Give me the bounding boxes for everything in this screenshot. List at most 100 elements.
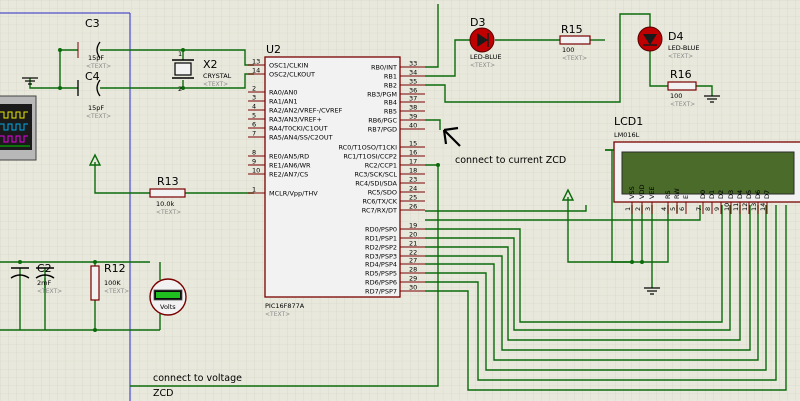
- lcd-pin-name: VDD: [638, 185, 646, 199]
- mcu-pin-number: 22: [409, 249, 417, 257]
- u2-ref: U2: [266, 43, 281, 56]
- c4-text-placeholder: <TEXT>: [86, 113, 111, 120]
- lcd-pin-name: E: [682, 195, 690, 199]
- mcu-pin-number: 7: [252, 130, 256, 138]
- lcd-pin-number: 9: [713, 207, 721, 211]
- led-d3[interactable]: D3 LED-BLUE <TEXT>: [469, 16, 501, 69]
- mcu-pin-name: RD1/PSP1: [365, 235, 397, 243]
- mcu-pin-name: RD3/PSP3: [365, 253, 397, 261]
- lcd-pin-name: D5: [745, 190, 753, 199]
- oscilloscope[interactable]: [0, 95, 37, 161]
- lcd-pin-number: 14: [759, 203, 767, 211]
- mcu-pin-number: 33: [409, 60, 417, 68]
- mcu-pin-name: RC3/SCK/SCL: [355, 171, 398, 179]
- lcd-pin-name: D4: [736, 190, 744, 199]
- mcu-pin-name: RA1/AN1: [269, 98, 297, 106]
- mcu-pin-name: RA4/T0CKI/C1OUT: [269, 125, 328, 133]
- lcd-pin-number: 5: [669, 207, 677, 211]
- c3-ref: C3: [85, 17, 100, 30]
- mcu-pin-name: RC6/TX/CK: [363, 198, 398, 206]
- mcu-pin-number: 8: [252, 149, 256, 157]
- resistor-r16[interactable]: R16 100 <TEXT>: [667, 68, 697, 108]
- lcd-pin-name: D3: [727, 190, 735, 199]
- led-d4[interactable]: D4 LED-BLUE <TEXT>: [637, 26, 699, 60]
- note-voltage-zcd-line2: ZCD: [153, 388, 173, 399]
- r16-text-placeholder: <TEXT>: [670, 101, 695, 108]
- r13-value: 10.0k: [156, 200, 174, 208]
- mcu-pin-number: 28: [409, 266, 417, 274]
- ground-symbol: [22, 77, 720, 295]
- c2-ref: C2: [37, 262, 52, 275]
- mcu-pin-name: RE1/AN6/WR: [269, 162, 311, 170]
- selection-outline: [0, 12, 131, 401]
- mcu-pin-name: RC2/CCP1: [365, 162, 397, 170]
- mcu-pin-number: 23: [409, 176, 417, 184]
- r12-ref: R12: [104, 262, 126, 275]
- mcu-pin-name: RE0/AN5/RD: [269, 153, 309, 161]
- mcu-pin-name: RA2/AN2/VREF-/CVREF: [269, 107, 343, 115]
- lcd-pin-number: 11: [732, 203, 740, 211]
- lcd-pin-name: D0: [699, 190, 707, 199]
- lcd-pin-name: D6: [754, 190, 762, 199]
- lcd-screen: [621, 151, 795, 195]
- mcu-pin-number: 10: [252, 167, 260, 175]
- r15-value: 100: [562, 46, 574, 54]
- capacitor-c3[interactable]: C3 15pF <TEXT>: [77, 17, 111, 70]
- voltmeter-label: Volts: [160, 303, 176, 311]
- voltmeter[interactable]: Volts: [149, 278, 187, 316]
- mcu-pin-name: RB1: [384, 73, 397, 81]
- mcu-pin-name: RA3/AN3/VREF+: [269, 116, 322, 124]
- c4-ref: C4: [85, 70, 100, 83]
- capacitor-c4[interactable]: C4 15pF <TEXT>: [77, 70, 111, 120]
- c3-text-placeholder: <TEXT>: [86, 63, 111, 70]
- x2-value: CRYSTAL: [203, 72, 232, 80]
- capacitor-c2[interactable]: C2 2mF <TEXT>: [35, 262, 62, 295]
- mcu-pin-number: 25: [409, 194, 417, 202]
- x2-ref: X2: [203, 58, 218, 71]
- mcu-pin-name: RD6/PSP6: [365, 279, 397, 287]
- lcd-pins: VSS1VDD2VEE3RS4RW5E6D07D18D29D310D411D51…: [624, 185, 771, 214]
- mcu-pin-name: RB7/PGD: [368, 126, 397, 134]
- capacitor-partial[interactable]: [10, 267, 30, 279]
- mcu-pin-name: OSC1/CLKIN: [269, 62, 308, 70]
- r13-text-placeholder: <TEXT>: [156, 209, 181, 216]
- mcu-pin-name: RD0/PSP0: [365, 226, 397, 234]
- mcu-pin-number: 15: [409, 140, 417, 148]
- mcu-pin-number: 9: [252, 158, 256, 166]
- lcd-pin-number: 3: [644, 207, 652, 211]
- lcd-pin-number: 1: [624, 207, 632, 211]
- mcu-pin-name: RD4/PSP4: [365, 261, 397, 269]
- mcu-pin-name: RC0/T1OSO/T1CKI: [338, 144, 397, 152]
- lcd-pin-name: D1: [708, 190, 716, 199]
- mcu-pin-name: RB4: [384, 99, 397, 107]
- resistor-r13[interactable]: R13 10.0k <TEXT>: [149, 175, 186, 216]
- lcd-pin-name: VEE: [648, 186, 656, 199]
- resistor-r15[interactable]: R15 100 <TEXT>: [559, 23, 591, 62]
- r15-ref: R15: [561, 23, 583, 36]
- lcd-pin-number: 8: [704, 207, 712, 211]
- lcd-lm016l[interactable]: LCD1 LM016L VSS1VDD2VEE3RS4RW5E6D07D18D2…: [613, 115, 800, 214]
- mcu-pin-name: RB3/PGM: [367, 91, 397, 99]
- mcu-pin-number: 38: [409, 104, 417, 112]
- mcu-pin-name: RB2: [384, 82, 397, 90]
- mcu-pin-name: RD2/PSP2: [365, 244, 397, 252]
- mcu-pin-number: 4: [252, 103, 256, 111]
- mcu-pin-number: 26: [409, 203, 417, 211]
- mcu-pin-name: MCLR/Vpp/THV: [269, 190, 318, 198]
- mcu-pin-number: 18: [409, 167, 417, 175]
- crystal-x2[interactable]: 1 2 X2 CRYSTAL <TEXT>: [172, 50, 232, 93]
- mcu-pin-number: 1: [252, 186, 256, 194]
- d3-text-placeholder: <TEXT>: [470, 62, 495, 69]
- r16-ref: R16: [670, 68, 692, 81]
- lcd-pin-name: RW: [673, 188, 681, 199]
- mcu-pin-number: 21: [409, 240, 417, 248]
- resistor-r12[interactable]: R12 100K <TEXT>: [90, 262, 129, 301]
- mcu-pin-name: RC4/SDI/SDA: [355, 180, 397, 188]
- mcu-pin-name: RD5/PSP5: [365, 270, 397, 278]
- mcu-pin-number: 40: [409, 122, 417, 130]
- lcd-pin-number: 10: [723, 203, 731, 211]
- d4-text-placeholder: <TEXT>: [668, 53, 693, 60]
- cursor-arrow-icon: [442, 126, 461, 147]
